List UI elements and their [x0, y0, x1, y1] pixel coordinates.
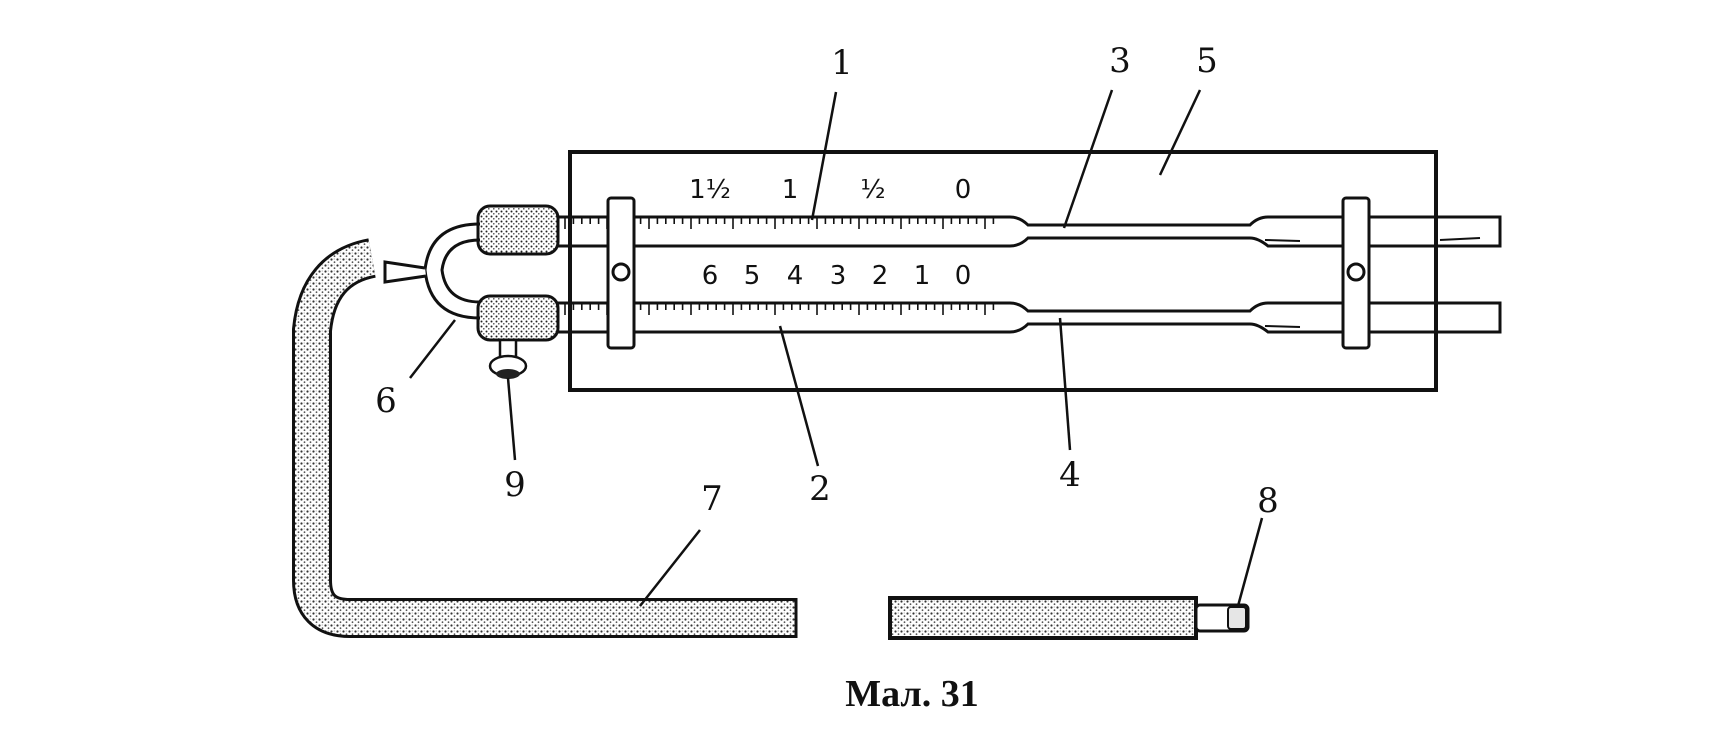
lower-scale-ticks: [564, 303, 995, 315]
callout-8: 8: [1257, 481, 1279, 521]
figure-caption: Мал. 31: [845, 673, 979, 715]
lower-scale-label: 4: [787, 261, 804, 291]
callout-1: 1: [831, 43, 853, 83]
lower-scale-numbers: 6 5 4 3 2 1 0: [702, 261, 972, 291]
callout-2: 2: [809, 469, 831, 509]
lower-glass-tube: [553, 301, 1502, 334]
upper-scale-label: 1½: [689, 175, 731, 205]
upper-scale-label: 1: [782, 175, 799, 205]
lower-scale-label: 5: [744, 261, 761, 291]
pinch-clamp: [488, 338, 528, 379]
callout-4: 4: [1059, 455, 1081, 495]
lower-scale-label: 2: [872, 261, 889, 291]
callout-9: 9: [504, 465, 526, 505]
upper-scale-label: ½: [860, 175, 885, 205]
callout-6: 6: [375, 381, 397, 421]
y-connector: [383, 222, 481, 320]
lower-scale-label: 1: [914, 261, 931, 291]
upper-scale-label: 0: [955, 175, 972, 205]
upper-connector-sleeve: [476, 204, 560, 256]
callout-3: 3: [1109, 41, 1131, 81]
leader-lines: [409, 89, 1264, 607]
lower-scale-label: 0: [955, 261, 972, 291]
right-clamp: [1341, 196, 1371, 350]
scale-board: [568, 150, 1438, 392]
callout-7: 7: [701, 479, 723, 519]
callout-5: 5: [1196, 41, 1218, 81]
lower-scale-label: 6: [702, 261, 719, 291]
left-clamp: [606, 196, 636, 350]
rubber-hose: [292, 238, 798, 638]
upper-scale-numbers: 1½ 1 ½ 0: [689, 175, 971, 205]
lower-scale-label: 3: [830, 261, 847, 291]
hose-end-segment: [888, 596, 1250, 640]
lower-connector-sleeve: [476, 294, 560, 342]
callout-labels: 1 2 3 4 5 6 7 8 9: [375, 41, 1279, 521]
